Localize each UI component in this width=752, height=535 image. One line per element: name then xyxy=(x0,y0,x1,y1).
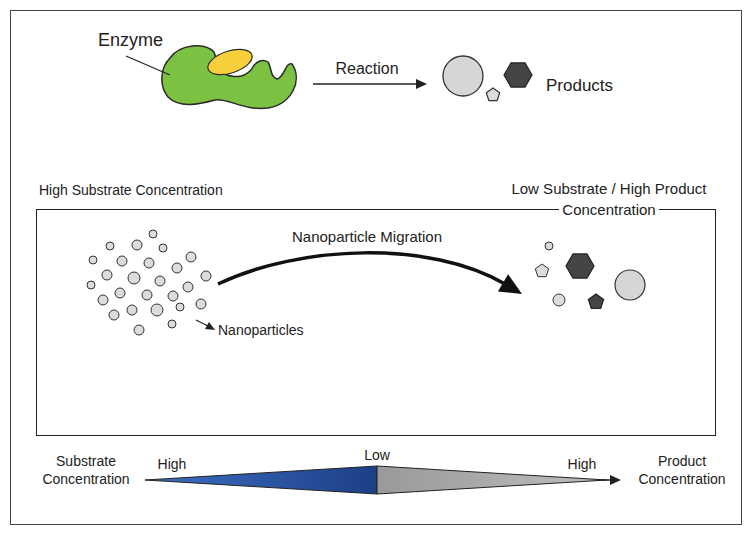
product-circle xyxy=(545,242,553,250)
axis-label: Product Concentration xyxy=(630,452,734,488)
product-circle xyxy=(615,270,645,300)
product-hexagon xyxy=(504,63,532,87)
region-heading: High Substrate Concentration xyxy=(39,181,223,199)
arrow-head xyxy=(205,322,215,330)
axis-label: Substrate Concentration xyxy=(34,452,138,488)
scale-label: High xyxy=(62,455,282,473)
part-label: Nanoparticles xyxy=(218,321,304,339)
part-label: Enzyme xyxy=(98,29,163,52)
arrow-label: Reaction xyxy=(257,59,477,80)
arrow-head xyxy=(610,475,621,485)
product-pentagon xyxy=(486,88,499,101)
product-hexagon xyxy=(566,254,594,278)
part-label: Products xyxy=(546,75,613,97)
arrow-label: Nanoparticle Migration xyxy=(257,227,477,247)
nanoparticle-cluster xyxy=(87,230,211,335)
substrate-shape xyxy=(205,44,256,79)
product-pentagon xyxy=(588,294,603,309)
heading-wrap: Low Substrate / High Product Concentrati… xyxy=(499,178,719,220)
leader-line xyxy=(196,320,208,326)
region-heading: Low Substrate / High Product Concentrati… xyxy=(508,180,709,218)
leader-line xyxy=(126,56,170,75)
scale-label: Low xyxy=(267,446,487,464)
product-pentagon xyxy=(535,264,548,277)
arrow-head xyxy=(416,79,427,89)
product-circle xyxy=(443,56,483,96)
frame xyxy=(11,11,742,525)
product-circle xyxy=(553,294,565,306)
migration-arrow xyxy=(218,253,505,284)
arrow-head xyxy=(498,274,522,294)
reaction-arrow xyxy=(313,83,418,85)
